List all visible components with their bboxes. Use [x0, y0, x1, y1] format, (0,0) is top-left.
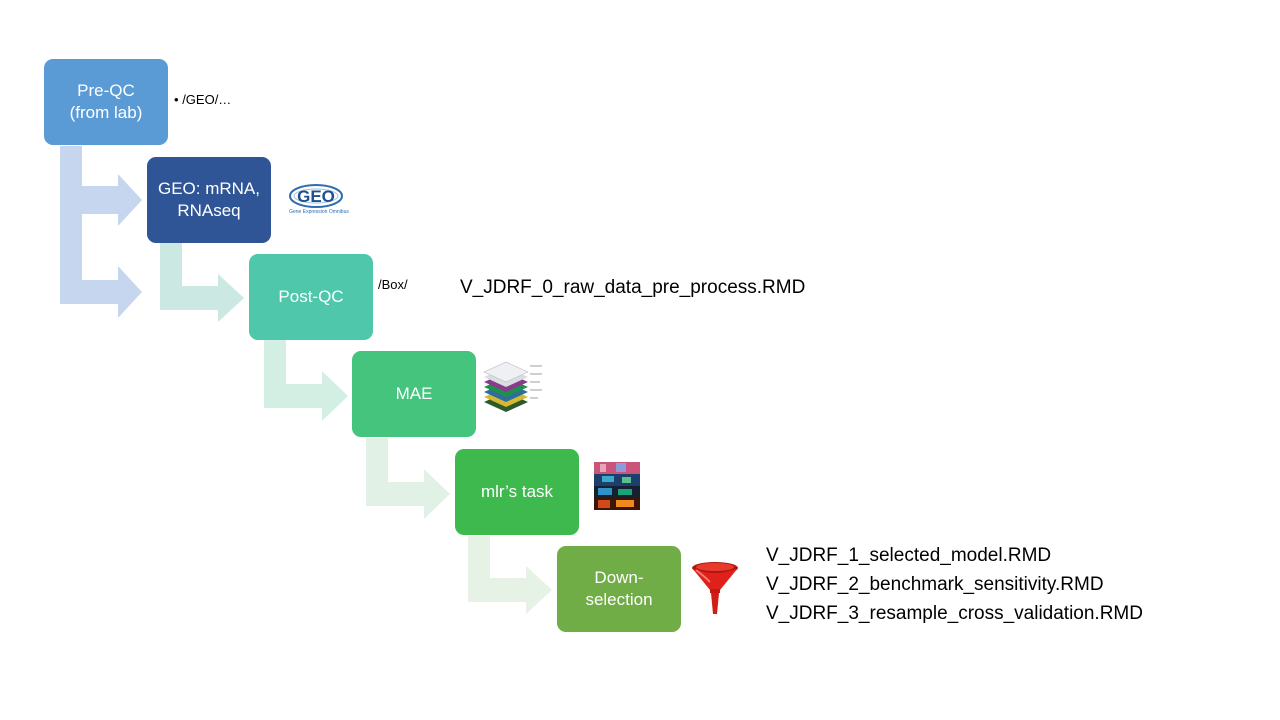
heatmap-image [594, 462, 640, 510]
step-down-selection: Down- selection [557, 546, 681, 632]
box-path-note: /Box/ [378, 277, 408, 292]
bullet-icon: • [174, 92, 179, 107]
geo-logo: GEO Gene Expression Omnibus [286, 182, 352, 216]
geo-logo-icon: GEO Gene Expression Omnibus [289, 184, 349, 215]
step-pre-qc: Pre-QC (from lab) [44, 59, 168, 145]
box-path-text: /Box/ [378, 277, 408, 292]
geo-logo-text: GEO [297, 187, 335, 206]
geo-path-note: • /GEO/… [174, 92, 231, 107]
step-geo: GEO: mRNA, RNAseq [147, 157, 271, 243]
step-mae: MAE [352, 351, 476, 437]
layers-icon [483, 361, 542, 412]
funnel-image [690, 560, 740, 616]
downselection-file-3: V_JDRF_3_resample_cross_validation.RMD [766, 603, 1143, 624]
arrow-mlr-to-downselection [468, 536, 552, 614]
arrow-mae-to-mlr [366, 438, 450, 519]
arrow-geo-to-postqc [160, 242, 244, 322]
geo-logo-caption: Gene Expression Omnibus [289, 209, 349, 215]
step-post-qc: Post-QC [249, 254, 373, 340]
arrow-postqc-to-mae [264, 340, 348, 421]
funnel-icon [692, 562, 738, 614]
mae-layers-image [480, 356, 546, 416]
arrow-preqc-to-postqc [60, 208, 142, 318]
downselection-file-1: V_JDRF_1_selected_model.RMD [766, 545, 1052, 566]
downselection-file-2: V_JDRF_2_benchmark_sensitivity.RMD [766, 574, 1104, 595]
geo-path-text: /GEO/… [182, 92, 232, 107]
heatmap-icon [594, 462, 640, 510]
arrow-preqc-to-geo [60, 146, 142, 226]
step-mlr-task: mlr’s task [455, 449, 579, 535]
raw-data-file: V_JDRF_0_raw_data_pre_process.RMD [460, 277, 806, 298]
